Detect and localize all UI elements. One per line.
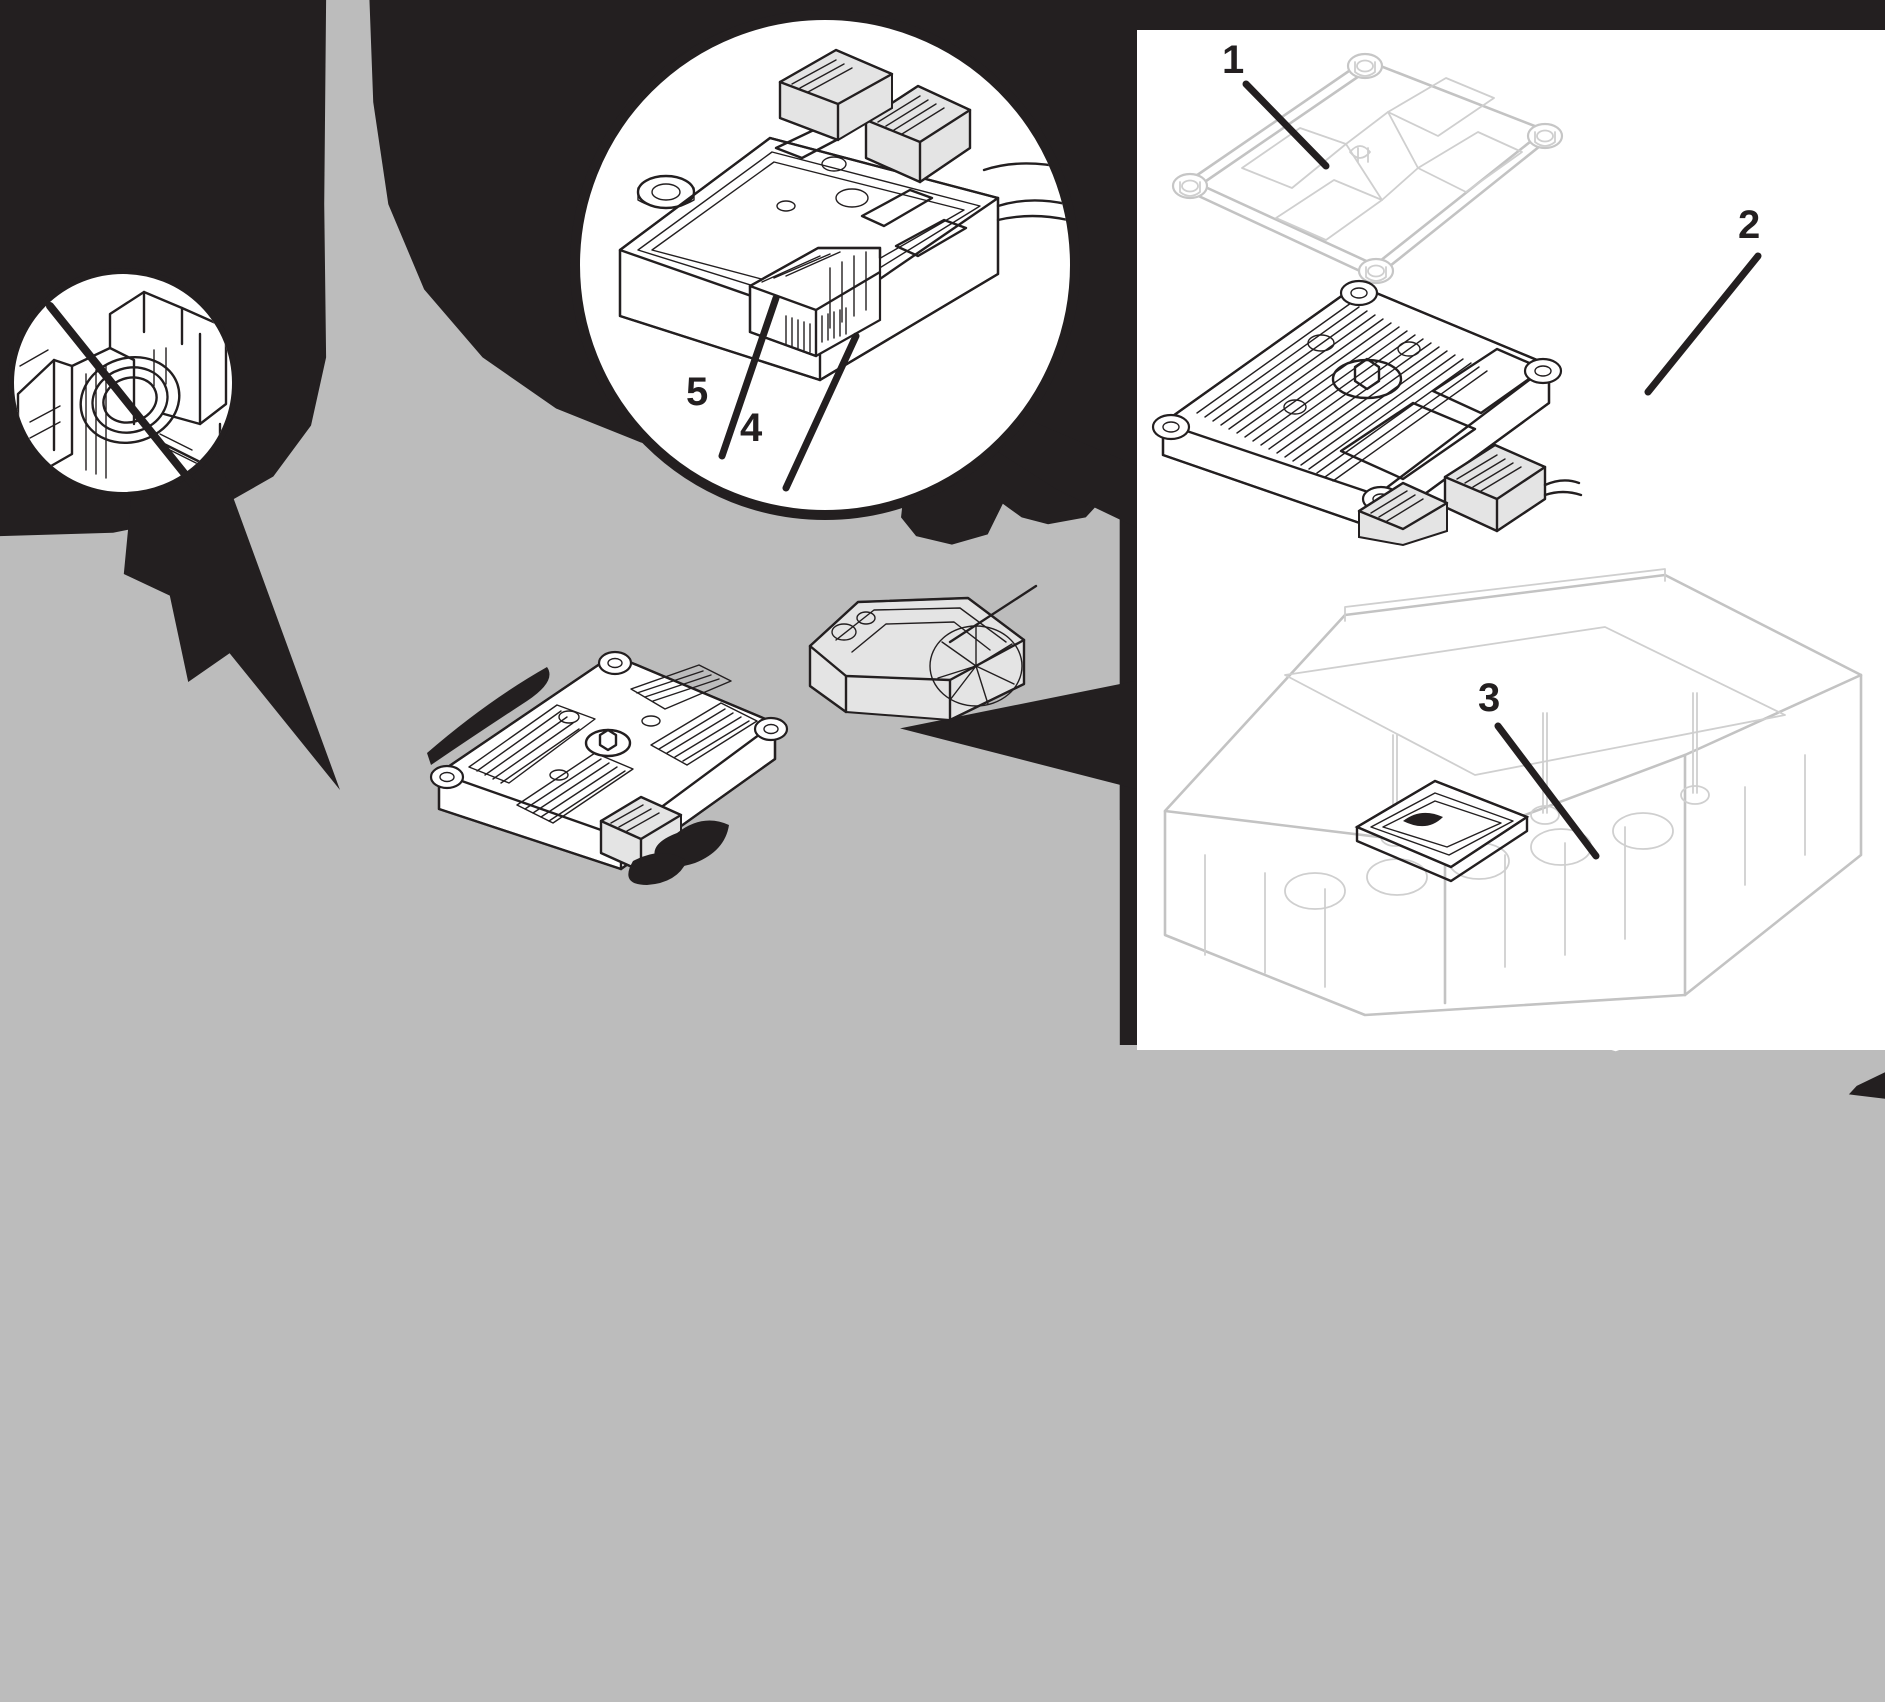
callout-label-3: 3 [1478, 676, 1501, 720]
left-inset-pointer-line [46, 302, 200, 492]
callout-label-2: 2 [1738, 203, 1761, 247]
callout-label-1: 1 [1222, 38, 1245, 82]
right-detail-panel [1137, 30, 1885, 1050]
callout-leader-2 [1644, 252, 1762, 396]
callout-leader-1 [1242, 80, 1330, 170]
callout-label-4: 4 [740, 406, 763, 450]
ecm-cover-art [800, 580, 1060, 730]
callout-leader-3 [1494, 722, 1600, 860]
main-ecm-art [425, 625, 795, 905]
callout-label-5: 5 [686, 370, 709, 414]
left-circle-inset [8, 268, 238, 498]
ecm-assembly-art [1145, 255, 1585, 547]
top-circle-inset [570, 10, 1080, 520]
cooling-plate-ghost-art [1150, 40, 1580, 290]
